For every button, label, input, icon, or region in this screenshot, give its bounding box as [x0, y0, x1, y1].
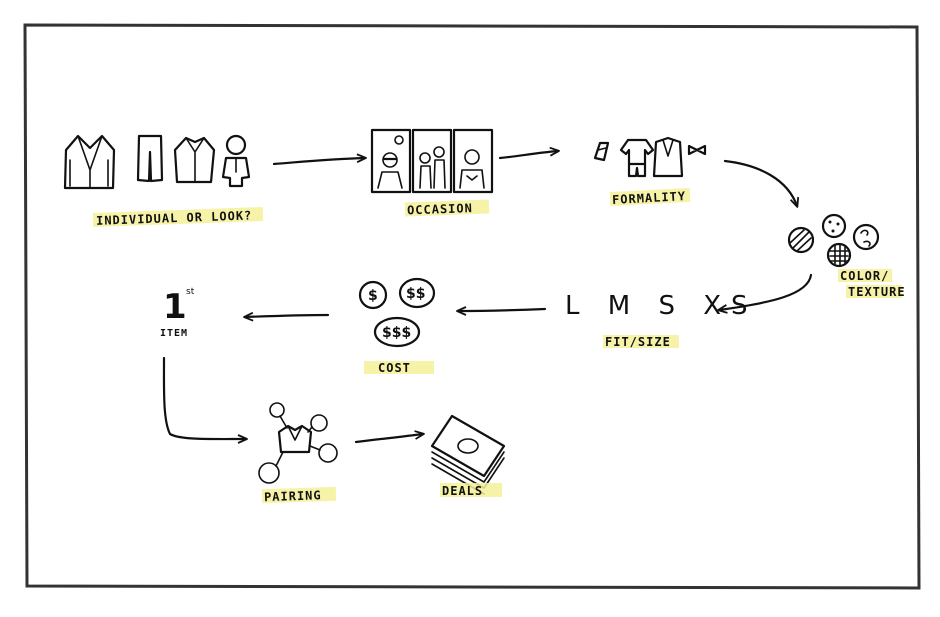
arrow-to-fit: [717, 273, 813, 314]
occasion-panels: [370, 128, 494, 194]
cost-label: COST: [378, 361, 411, 375]
deals-label: DEALS: [442, 484, 483, 498]
tie-circle-icon: [318, 443, 338, 463]
pants-icon: [136, 134, 164, 183]
arrow-to-pairing: [162, 356, 248, 444]
person-icon: [221, 134, 251, 188]
plaid-swatch-icon: [826, 242, 852, 268]
coin-three-dollar-icon: [373, 316, 421, 348]
face-sunglasses-icon: [382, 152, 398, 168]
money-stack-icon: [430, 414, 506, 495]
arrow-to-cost: [456, 306, 547, 316]
striped-swatch-icon: [787, 226, 815, 254]
individual-or-look-label: INDIVIDUAL OR LOOK?: [96, 208, 253, 227]
formality-icons: [593, 136, 707, 178]
first-superscript: st: [186, 287, 195, 297]
pairing-label: PAIRING: [264, 488, 322, 504]
couple-icon: [419, 152, 431, 164]
shirt-icon: [173, 136, 216, 184]
formal-person-icon: [464, 149, 480, 165]
cost-coins: $ $$ $$$: [358, 277, 436, 348]
color-label: COLOR/: [840, 269, 889, 283]
arrow-to-color: [723, 159, 800, 208]
dotted-swatch-icon: [821, 213, 847, 239]
size-options: L M S XS: [565, 291, 758, 321]
fit-size-label: FIT/SIZE: [605, 335, 671, 349]
pairing-cluster: [258, 402, 338, 484]
svg-text:$$$: $$$: [382, 325, 411, 341]
sketch-frame: [23, 23, 921, 590]
jacket-icon: [63, 134, 116, 190]
texture-swatches: [787, 213, 880, 268]
item-label: ITEM: [160, 328, 188, 339]
sun-icon: [394, 135, 404, 145]
arrow-to-first-item: [243, 311, 330, 322]
first-numeral: 1: [163, 287, 187, 327]
texture-label: TEXTURE: [848, 285, 906, 299]
svg-text:$: $: [368, 288, 378, 304]
bowtie-icon: [687, 144, 707, 156]
coin-two-dollar-icon: [398, 277, 436, 309]
arrow-to-deals: [354, 430, 425, 444]
flip-flop-icon: [593, 141, 610, 162]
pants-circle-icon: [310, 414, 328, 432]
paisley-swatch-icon: [852, 223, 880, 251]
shoe-circle-icon: [258, 462, 280, 484]
occasion-label: OCCASION: [407, 201, 473, 217]
suit-icon: [652, 136, 684, 178]
clothing-icons: [63, 134, 251, 190]
arrow-to-occasion: [272, 153, 367, 166]
coin-one-dollar-icon: [358, 280, 388, 310]
svg-text:$$: $$: [406, 286, 425, 302]
accessory-icon: [269, 402, 285, 418]
formality-label: FORMALITY: [612, 189, 687, 207]
arrow-to-formality: [498, 146, 560, 160]
tshirt-icon: [619, 138, 655, 166]
